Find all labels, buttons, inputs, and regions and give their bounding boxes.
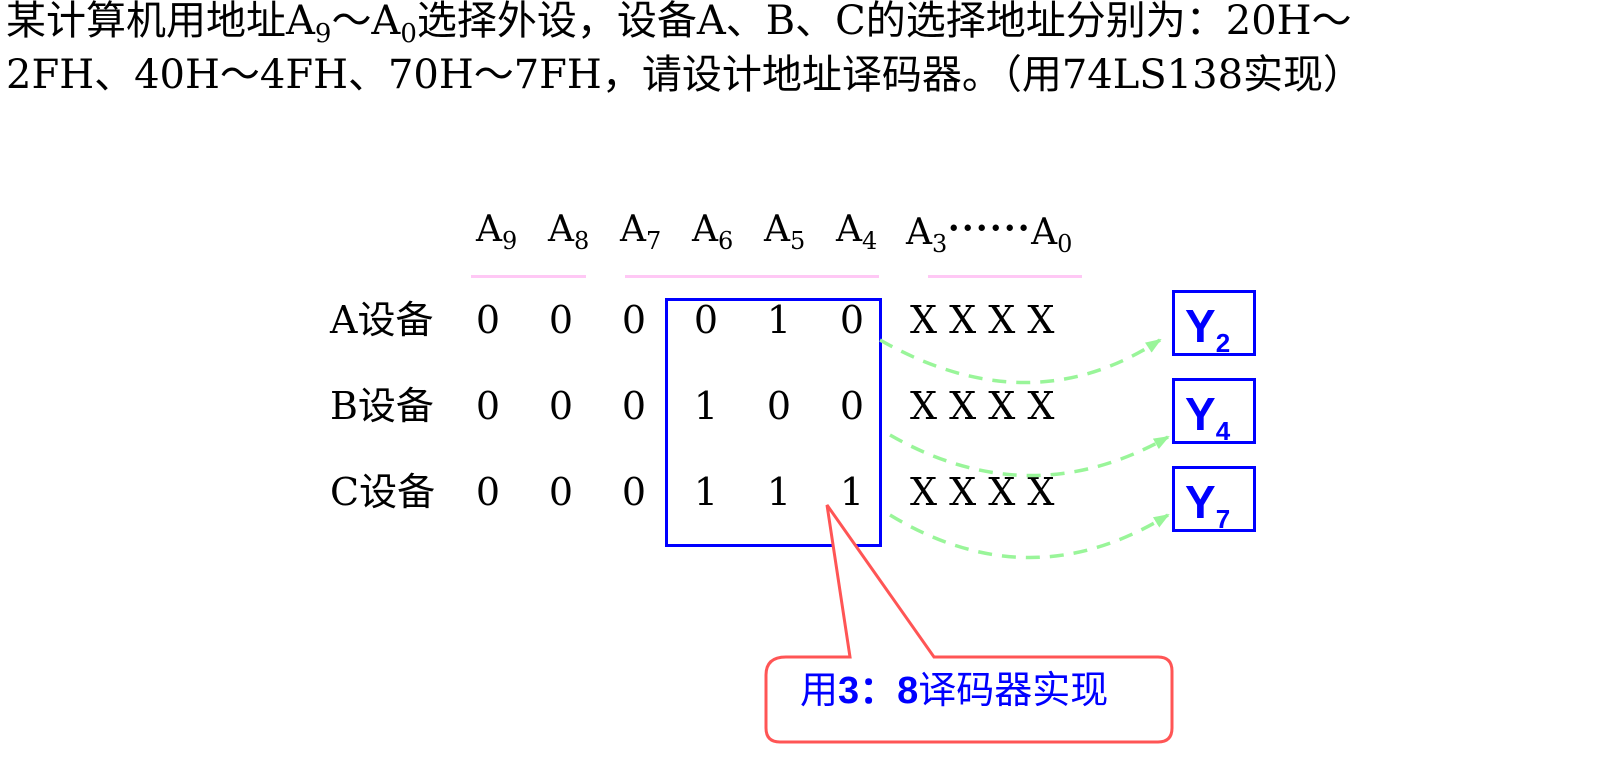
question-text: 某计算机用地址A bbox=[6, 0, 315, 44]
bit-subscript: 6 bbox=[718, 227, 734, 255]
question-line-2: 2FH、40H～4FH、70H～7FH，请设计地址译码器。（用74LS138实现… bbox=[6, 52, 1364, 98]
bit-subscript: 9 bbox=[502, 227, 518, 255]
bit-cell: 0 bbox=[475, 384, 501, 428]
bit-cell: 1 bbox=[693, 470, 719, 514]
underline-a7-a4 bbox=[625, 275, 879, 278]
callout-suffix: 译码器实现 bbox=[918, 668, 1109, 712]
question-text: 选择外设，设备A、B、C的选择地址分别为：20H～ bbox=[416, 0, 1352, 44]
output-label: Y bbox=[1185, 388, 1216, 440]
bit-cell: 1 bbox=[839, 470, 865, 514]
bit-cell: 0 bbox=[548, 298, 574, 342]
output-y2-box: Y2 bbox=[1172, 290, 1256, 358]
output-y7-box: Y7 bbox=[1172, 466, 1256, 534]
bit-subscript: 8 bbox=[574, 227, 590, 255]
output-subscript: 7 bbox=[1215, 504, 1231, 534]
callout-ratio: 3：8 bbox=[838, 670, 919, 712]
bit-cell: 0 bbox=[548, 384, 574, 428]
bit-cell: 0 bbox=[475, 470, 501, 514]
header-bit-a7: A7 bbox=[620, 210, 661, 261]
bit-cell: 0 bbox=[621, 470, 647, 514]
dashed-arrow-y4 bbox=[889, 433, 1170, 478]
header-bit-a6: A6 bbox=[692, 210, 733, 261]
dashed-arrow-y2 bbox=[879, 338, 1162, 385]
question-line-1: 某计算机用地址A9～A0选择外设，设备A、B、C的选择地址分别为：20H～ bbox=[6, 0, 1352, 59]
callout-text: 用3：8译码器实现 bbox=[800, 666, 1108, 715]
bit-subscript: 5 bbox=[790, 227, 806, 255]
dont-care-bits: X X X X bbox=[910, 470, 1055, 514]
bit-label: A bbox=[764, 209, 790, 250]
bit-label: A bbox=[476, 209, 502, 250]
bit-label: A bbox=[548, 209, 574, 250]
bit-subscript: 3 bbox=[932, 230, 948, 258]
bit-cell: 0 bbox=[839, 384, 865, 428]
bit-subscript: 0 bbox=[1057, 230, 1073, 258]
bit-cell: 1 bbox=[693, 384, 719, 428]
output-subscript: 4 bbox=[1215, 416, 1231, 446]
dont-care-bits: X X X X bbox=[910, 384, 1055, 428]
output-y4-box: Y4 bbox=[1172, 378, 1256, 446]
ellipsis-dots: •••••• bbox=[947, 217, 1032, 242]
callout-bubble bbox=[764, 504, 1174, 744]
output-label: Y bbox=[1185, 300, 1216, 352]
row-label-device-b: B设备 bbox=[330, 384, 434, 428]
output-subscript: 2 bbox=[1215, 328, 1231, 358]
row-label-device-c: C设备 bbox=[330, 470, 436, 514]
dont-care-bits: X X X X bbox=[910, 298, 1055, 342]
bit-cell: 0 bbox=[839, 298, 865, 342]
underline-a9-a8 bbox=[471, 275, 586, 278]
bit-subscript: 4 bbox=[862, 227, 878, 255]
dashed-arrow-y7 bbox=[889, 513, 1170, 560]
bit-cell: 0 bbox=[766, 384, 792, 428]
decoder-input-highlight-box bbox=[665, 298, 882, 547]
subscript: 0 bbox=[400, 19, 417, 49]
header-bit-a9: A9 bbox=[476, 210, 517, 261]
callout-prefix: 用 bbox=[800, 668, 839, 712]
subscript: 9 bbox=[314, 19, 332, 49]
bit-cell: 1 bbox=[766, 298, 792, 342]
bit-cell: 0 bbox=[548, 470, 574, 514]
bit-cell: 0 bbox=[621, 384, 647, 428]
bit-label: A bbox=[692, 209, 718, 250]
bit-cell: 0 bbox=[693, 298, 719, 342]
bit-label: A bbox=[1031, 212, 1058, 253]
row-label-device-a: A设备 bbox=[330, 298, 434, 342]
header-bit-a4: A4 bbox=[836, 210, 877, 261]
header-low-range: A3••••••A0 bbox=[906, 210, 1072, 264]
output-label: Y bbox=[1185, 476, 1216, 528]
bit-cell: 0 bbox=[475, 298, 501, 342]
bit-cell: 1 bbox=[766, 470, 792, 514]
header-bit-a5: A5 bbox=[764, 210, 805, 261]
underline-a3-a0 bbox=[928, 275, 1082, 278]
bit-label: A bbox=[836, 209, 862, 250]
bit-label: A bbox=[906, 212, 932, 253]
bit-cell: 0 bbox=[621, 298, 647, 342]
header-bit-a8: A8 bbox=[548, 210, 589, 261]
question-text: ～A bbox=[331, 0, 401, 44]
bit-subscript: 7 bbox=[646, 227, 662, 255]
bit-label: A bbox=[620, 209, 646, 250]
